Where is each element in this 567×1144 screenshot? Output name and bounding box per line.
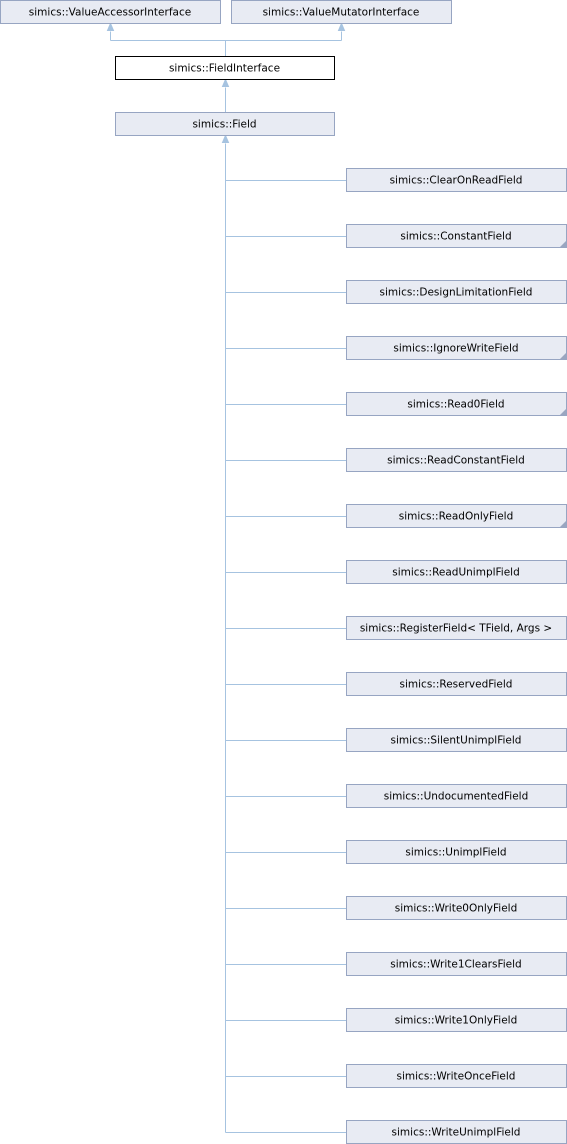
- inheritance-edges: [106, 22, 347, 1133]
- class-node-write1-only-field[interactable]: simics::Write1OnlyField: [346, 1008, 567, 1032]
- arrow-value-mutator-interface: [337, 22, 346, 31]
- class-node-value-accessor-interface[interactable]: simics::ValueAccessorInterface: [0, 0, 221, 24]
- class-node-read-constant-field-label: simics::ReadConstantField: [387, 455, 525, 467]
- arrow-field-interface: [221, 78, 230, 87]
- class-node-field-label: simics::Field: [192, 119, 256, 131]
- class-node-value-mutator-interface-box: [231, 0, 452, 24]
- class-node-write1-clears-field[interactable]: simics::Write1ClearsField: [346, 952, 567, 976]
- class-node-read-unimpl-field[interactable]: simics::ReadUnimplField: [346, 560, 567, 584]
- class-node-ignore-write-field[interactable]: simics::IgnoreWriteField: [346, 336, 567, 360]
- class-node-write1-only-field-label: simics::Write1OnlyField: [395, 1015, 518, 1027]
- class-node-ignore-write-field-label: simics::IgnoreWriteField: [393, 343, 518, 355]
- class-node-clear-on-read-field-label: simics::ClearOnReadField: [390, 175, 523, 187]
- class-node-unimpl-field-label: simics::UnimplField: [405, 847, 506, 859]
- class-node-write0-only-field[interactable]: simics::Write0OnlyField: [346, 896, 567, 920]
- class-node-silent-unimpl-field[interactable]: simics::SilentUnimplField: [346, 728, 567, 752]
- class-node-read0-field[interactable]: simics::Read0Field: [346, 392, 567, 416]
- class-node-field-interface-label: simics::FieldInterface: [169, 63, 280, 75]
- class-node-read-only-field-more-indicator: [560, 521, 566, 527]
- class-node-write0-only-field-label: simics::Write0OnlyField: [395, 903, 518, 915]
- class-node-constant-field[interactable]: simics::ConstantField: [346, 224, 567, 248]
- class-node-value-mutator-interface-label: simics::ValueMutatorInterface: [263, 7, 420, 19]
- class-node-register-field[interactable]: simics::RegisterField< TField, Args >: [346, 616, 567, 640]
- class-node-reserved-field-label: simics::ReservedField: [400, 679, 513, 691]
- class-node-value-accessor-interface-label: simics::ValueAccessorInterface: [29, 7, 191, 19]
- class-node-design-limitation-field-label: simics::DesignLimitationField: [380, 287, 533, 299]
- class-node-read-only-field-label: simics::ReadOnlyField: [399, 511, 514, 523]
- arrow-field: [221, 134, 230, 143]
- class-node-value-accessor-interface-box: [0, 0, 221, 24]
- class-node-write-unimpl-field-label: simics::WriteUnimplField: [392, 1127, 521, 1139]
- class-node-read0-field-label: simics::Read0Field: [407, 399, 504, 411]
- class-node-field[interactable]: simics::Field: [115, 112, 335, 136]
- class-node-constant-field-label: simics::ConstantField: [400, 231, 511, 243]
- class-node-write1-clears-field-label: simics::Write1ClearsField: [390, 959, 521, 971]
- class-node-read-only-field[interactable]: simics::ReadOnlyField: [346, 504, 567, 528]
- class-node-register-field-label: simics::RegisterField< TField, Args >: [360, 623, 552, 635]
- class-node-constant-field-more-indicator: [560, 241, 566, 247]
- class-node-silent-unimpl-field-label: simics::SilentUnimplField: [391, 735, 522, 747]
- class-node-read-unimpl-field-label: simics::ReadUnimplField: [392, 567, 520, 579]
- class-node-reserved-field[interactable]: simics::ReservedField: [346, 672, 567, 696]
- arrow-value-accessor-interface: [106, 22, 115, 31]
- class-node-read0-field-more-indicator: [560, 409, 566, 415]
- class-node-undocumented-field[interactable]: simics::UndocumentedField: [346, 784, 567, 808]
- class-node-value-mutator-interface[interactable]: simics::ValueMutatorInterface: [231, 0, 452, 24]
- class-node-field-interface[interactable]: simics::FieldInterface: [115, 56, 335, 80]
- class-node-undocumented-field-label: simics::UndocumentedField: [384, 791, 529, 803]
- class-node-design-limitation-field[interactable]: simics::DesignLimitationField: [346, 280, 567, 304]
- class-node-ignore-write-field-more-indicator: [560, 353, 566, 359]
- class-node-clear-on-read-field[interactable]: simics::ClearOnReadField: [346, 168, 567, 192]
- class-node-field-box: [115, 112, 335, 136]
- class-node-unimpl-field[interactable]: simics::UnimplField: [346, 840, 567, 864]
- class-node-read-constant-field[interactable]: simics::ReadConstantField: [346, 448, 567, 472]
- class-node-write-once-field[interactable]: simics::WriteOnceField: [346, 1064, 567, 1088]
- class-node-write-once-field-label: simics::WriteOnceField: [397, 1071, 516, 1083]
- class-node-field-interface-box: [115, 56, 335, 80]
- class-node-write-unimpl-field[interactable]: simics::WriteUnimplField: [346, 1120, 567, 1144]
